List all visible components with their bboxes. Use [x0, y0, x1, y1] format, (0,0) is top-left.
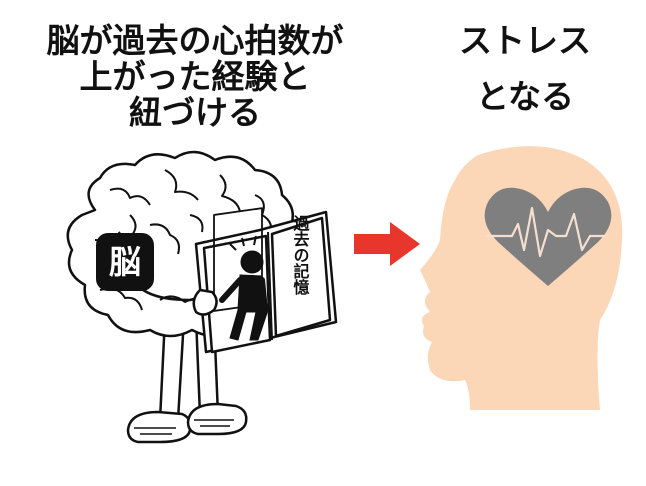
left-caption-line-1: 脳が過去の心拍数が [46, 21, 344, 60]
hand-icon [192, 288, 218, 316]
left-caption-line-2: 上がった経験と [79, 57, 311, 96]
right-caption: ストレス となる [440, 24, 610, 136]
right-caption-line-1: ストレス [459, 21, 591, 60]
book-title: 過去の記憶 [291, 215, 311, 296]
right-shoe-icon [186, 402, 248, 436]
right-caption-line-2: となる [475, 77, 574, 116]
scared-person-icon [219, 235, 269, 341]
arrow-right-icon [354, 222, 420, 266]
heart-icon [484, 187, 612, 286]
brain-tag-label: 脳 [109, 243, 141, 281]
left-caption-line-3: 紐づける [129, 93, 261, 132]
brain-tag: 脳 [96, 233, 154, 291]
heartbeat-icon [486, 206, 606, 258]
left-shoe-icon [126, 410, 192, 444]
head-profile-icon [420, 146, 623, 410]
left-caption: 脳が過去の心拍数が 上がった経験と 紐づける [30, 24, 360, 132]
